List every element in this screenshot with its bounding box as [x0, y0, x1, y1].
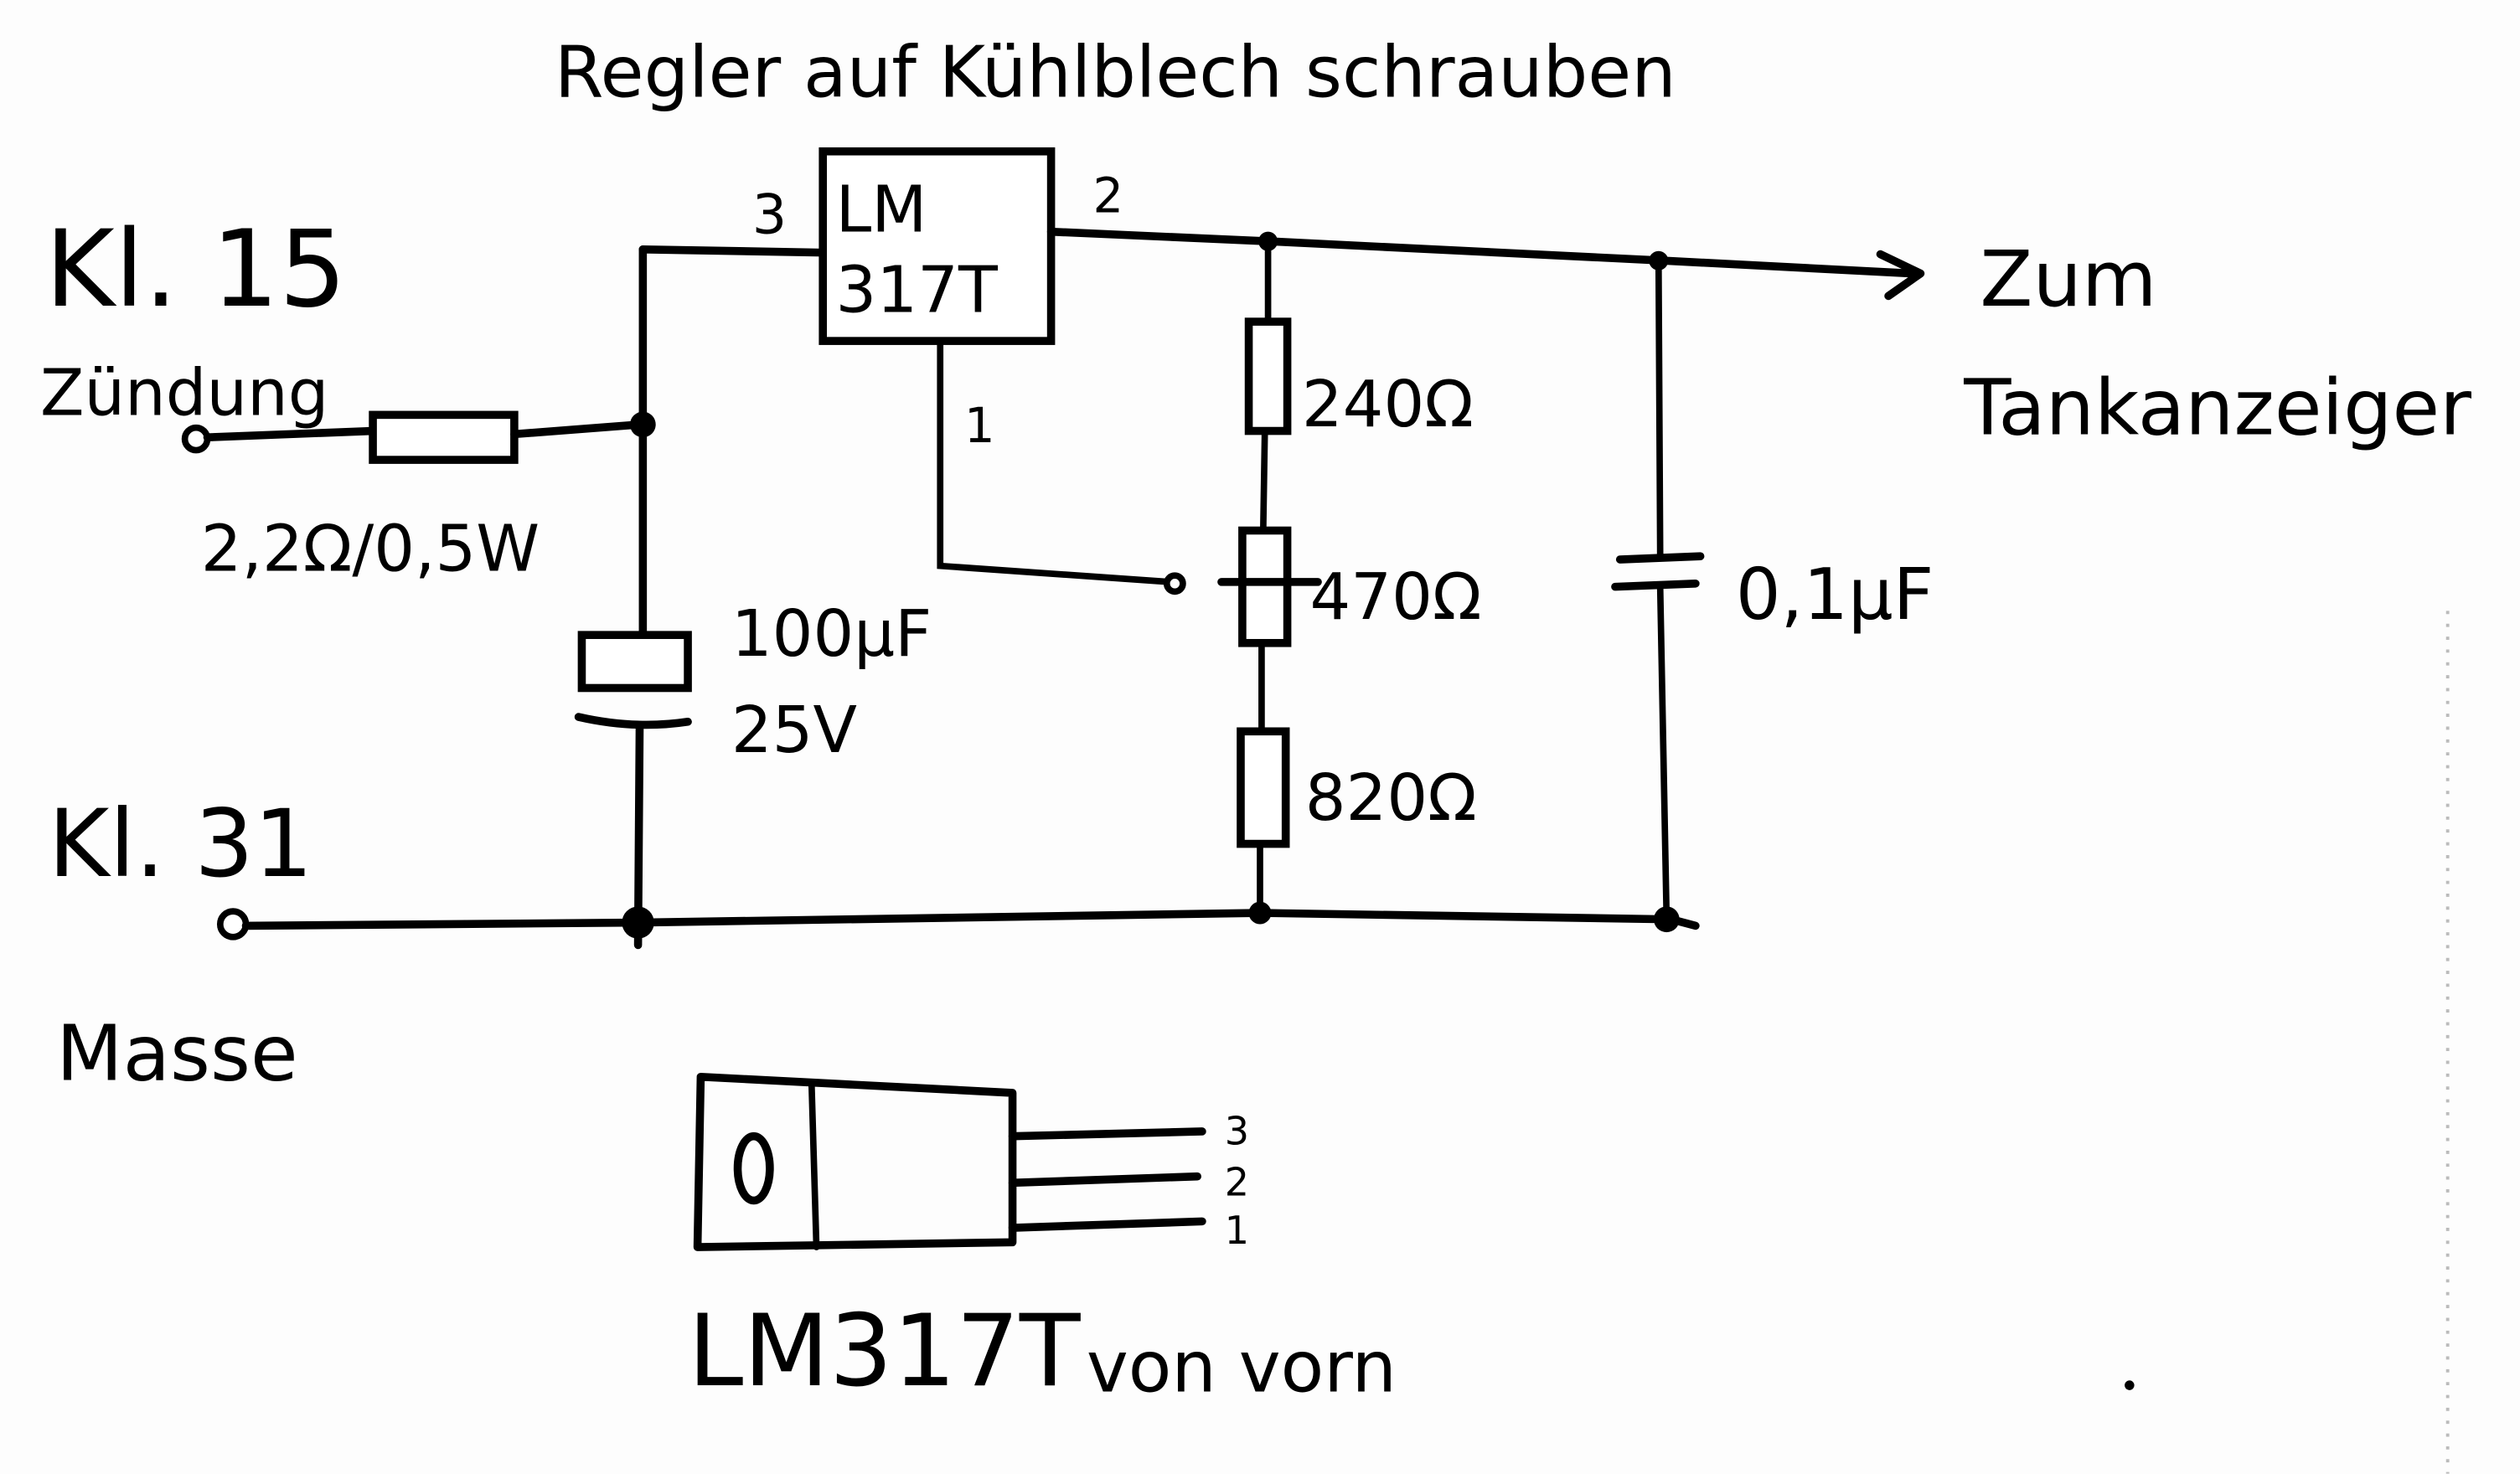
kl31-label: Kl. 31 — [49, 791, 313, 899]
electrolytic-cap-plus-plate — [577, 631, 692, 693]
wire-output-cap-top — [1655, 257, 1664, 559]
package-pin-1 — [1008, 1217, 1206, 1232]
output-cap-plate-bottom — [1611, 579, 1700, 591]
package-caption-view: von vorn — [1087, 1327, 1397, 1409]
package-tab-divider — [808, 1081, 820, 1250]
kl31-terminal — [216, 908, 250, 941]
junction-ground-output-cap — [1654, 906, 1680, 933]
series-resistor-label: 2,2Ω/0,5W — [201, 512, 540, 586]
title-note: Regler auf Kühlblech schrauben — [555, 32, 1676, 114]
output-cap-plate-top — [1615, 552, 1705, 564]
package-pin-2 — [1008, 1172, 1201, 1188]
kl15-label: Kl. 15 — [45, 207, 347, 331]
electrolytic-cap-value: 100µF — [731, 597, 932, 672]
potentiometer-symbol — [1238, 526, 1292, 647]
wire-ground-rail — [241, 909, 1700, 930]
package-mounting-hole-icon — [733, 1131, 774, 1205]
electrolytic-cap-minus-plate — [574, 713, 692, 729]
wire-divider-mid — [1260, 427, 1268, 534]
regulator-pin-adj-label: 1 — [964, 398, 995, 454]
wire-resistor-to-node — [510, 420, 644, 439]
series-resistor-symbol — [369, 410, 519, 464]
regulator-pin-in-label: 3 — [752, 183, 788, 247]
wire-output-cap-bottom — [1656, 583, 1671, 923]
wire-to-regulator-pin3 — [638, 245, 827, 257]
package-tab-mark: 0 — [733, 1197, 735, 1198]
wire-kl15-to-resistor — [203, 426, 377, 442]
output-arrow-icon — [1876, 250, 1925, 301]
regulator-name-line2: 317T — [836, 254, 999, 328]
r-bottom-symbol — [1237, 727, 1290, 848]
potentiometer-label: 470Ω — [1309, 560, 1481, 635]
electrolytic-cap-voltage: 25V — [731, 693, 857, 768]
package-pin-label-1: 1 — [1225, 1208, 1249, 1253]
output-label-line2: Tankanzeiger — [1963, 363, 2471, 452]
output-cap-label: 0,1µF — [1736, 554, 1934, 636]
ink-speck — [2125, 1380, 2135, 1390]
package-pin-label-3: 3 — [1225, 1108, 1249, 1153]
r-top-symbol — [1244, 317, 1292, 436]
r-top-label: 240Ω — [1302, 368, 1474, 442]
junction-ground-cap — [622, 906, 654, 939]
kl15-sublabel: Zündung — [40, 356, 328, 430]
package-caption-part: LM317T — [688, 1294, 1081, 1410]
wiper-terminal — [1163, 572, 1186, 595]
regulator-pin-out-label: 2 — [1092, 168, 1123, 224]
output-label-line1: Zum — [1980, 234, 2156, 324]
kl31-sublabel: Masse — [56, 1009, 297, 1099]
regulator-name-line1: LM — [836, 173, 927, 248]
package-outline — [693, 1072, 1017, 1251]
r-bottom-label: 820Ω — [1305, 761, 1477, 836]
wire-output-rail — [1046, 227, 1917, 278]
package-pin-label-2: 2 — [1225, 1160, 1249, 1205]
wire-adj-to-wiper — [937, 338, 1174, 585]
package-pin-3 — [1008, 1127, 1206, 1141]
junction-ground-divider — [1248, 901, 1272, 925]
